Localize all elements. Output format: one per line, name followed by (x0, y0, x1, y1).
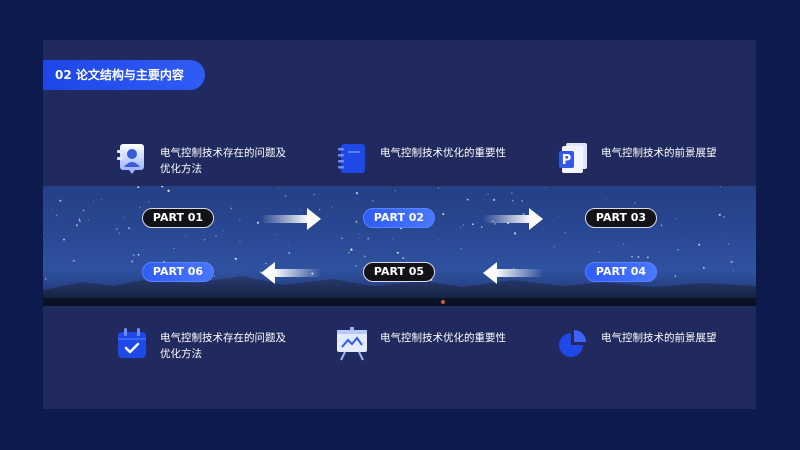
topic-item-6: 电气控制技术的前景展望 (556, 327, 731, 367)
topic-text: 电气控制技术存在的问题及优化方法 (160, 147, 286, 175)
part-05-pill[interactable]: PART 05 (363, 262, 435, 282)
topic-item-3: P 电气控制技术的前景展望 (556, 142, 731, 182)
topic-item-5: 电气控制技术优化的重要性 (335, 327, 510, 367)
topic-text: 电气控制技术存在的问题及优化方法 (160, 332, 286, 360)
part-04-pill[interactable]: PART 04 (585, 262, 657, 282)
starry-mountain-banner (43, 186, 756, 306)
part-03-pill[interactable]: PART 03 (585, 208, 657, 228)
topic-item-1: 电气控制技术存在的问题及优化方法 (115, 142, 290, 182)
topic-text: 电气控制技术优化的重要性 (380, 147, 506, 159)
topic-item-2: 电气控制技术优化的重要性 (335, 142, 510, 182)
topic-text: 电气控制技术的前景展望 (601, 332, 717, 344)
presentation-file-icon: P (559, 143, 587, 173)
easel-chart-icon (337, 327, 367, 361)
part-06-pill[interactable]: PART 06 (142, 262, 214, 282)
pie-chart-icon (559, 330, 586, 357)
part-01-pill[interactable]: PART 01 (142, 208, 214, 228)
topic-item-4: 电气控制技术存在的问题及优化方法 (115, 327, 290, 367)
calendar-check-icon (118, 328, 146, 358)
part-02-pill[interactable]: PART 02 (363, 208, 435, 228)
slide-panel: 02 论文结构与主要内容 电气控制技术存在的问题及优化方法 电气控制技术优化的重… (43, 40, 756, 409)
arrow-right-icon (483, 208, 543, 230)
arrow-left-icon (261, 262, 321, 284)
arrow-right-icon (261, 208, 321, 230)
topic-text: 电气控制技术的前景展望 (601, 147, 717, 159)
notebook-icon (338, 144, 365, 173)
section-title: 02 论文结构与主要内容 (43, 60, 205, 90)
arrow-left-icon (483, 262, 543, 284)
svg-text:P: P (562, 153, 572, 168)
contact-card-icon (117, 144, 144, 174)
topic-text: 电气控制技术优化的重要性 (380, 332, 506, 344)
